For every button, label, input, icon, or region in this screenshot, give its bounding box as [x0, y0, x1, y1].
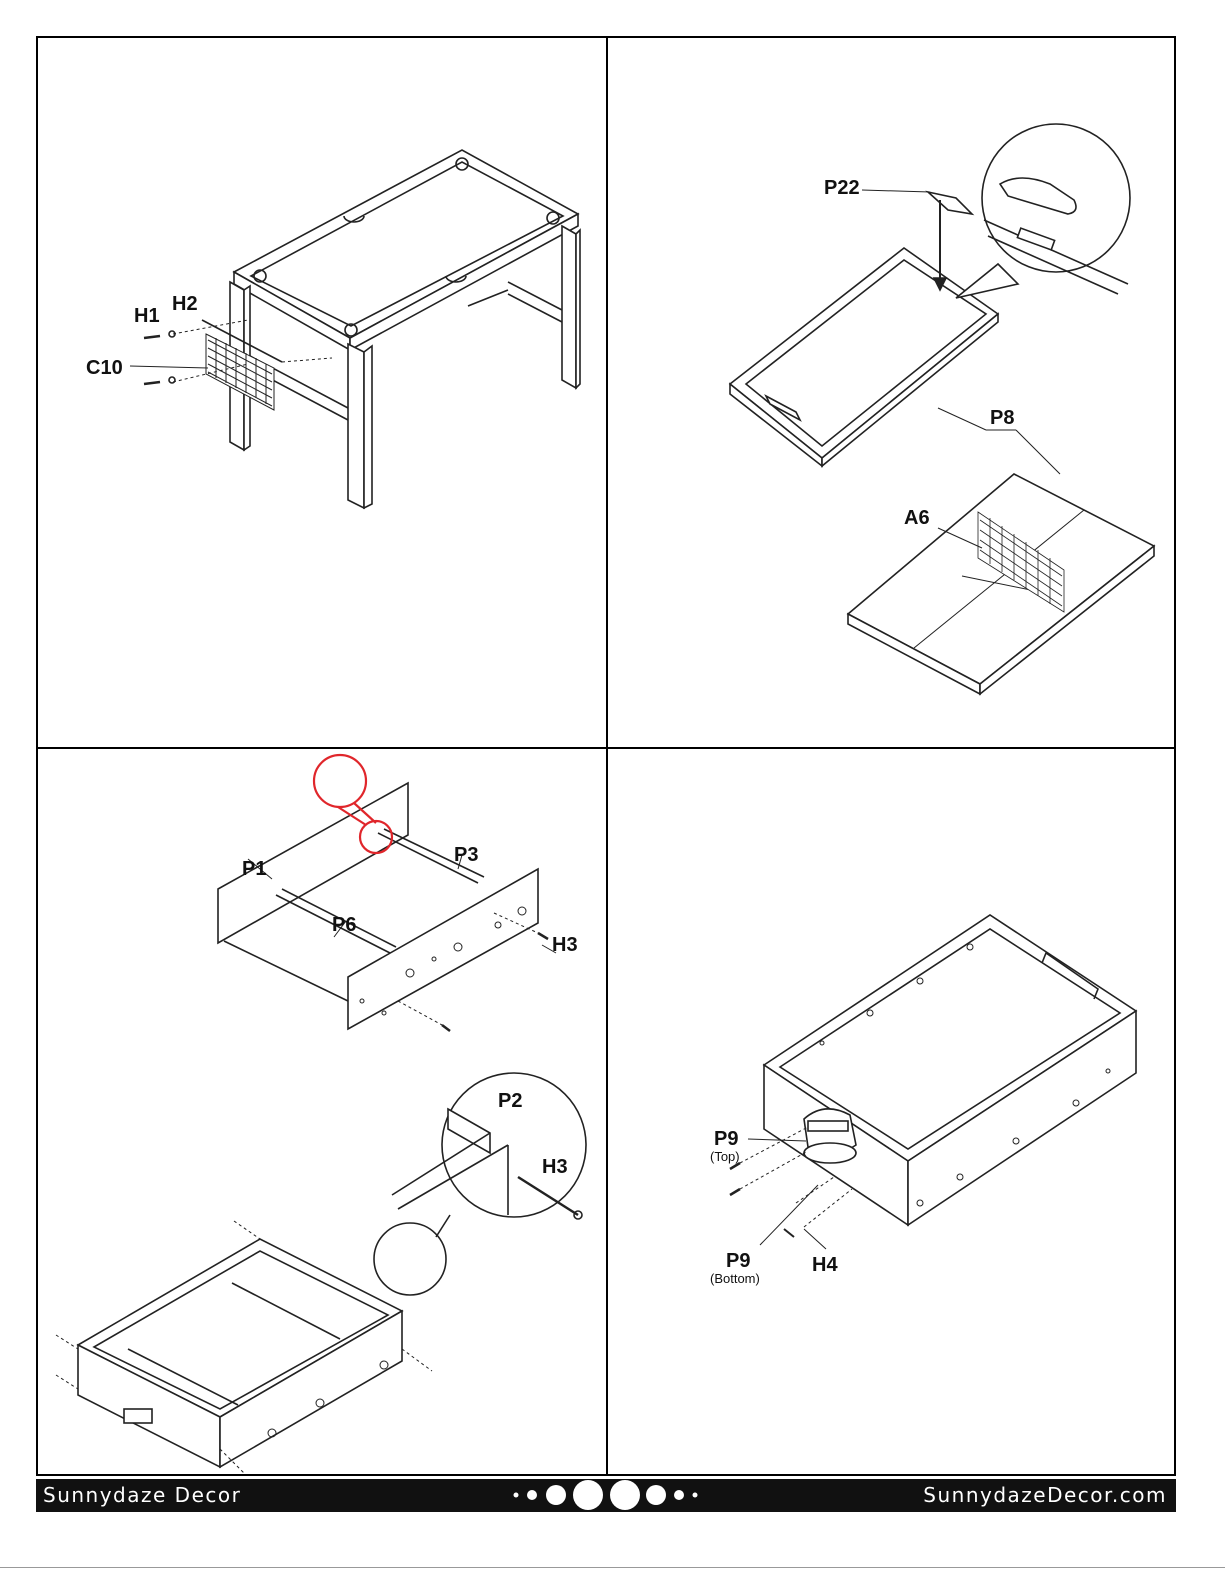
panel-step-table-tennis: P22 P8 A6 [608, 38, 1174, 747]
table-tennis-illustration [608, 38, 1174, 747]
panel-step-pool-table: H1 H2 C10 [38, 38, 606, 747]
panel-step-box-assembly: P1 P3 P6 H3 P2 H3 [38, 749, 606, 1474]
brand-website: SunnydazeDecor.com [923, 1483, 1167, 1507]
p9-install-illustration [608, 749, 1174, 1474]
decorative-dots-icon [510, 1479, 702, 1512]
brand-name: Sunnydaze Decor [43, 1483, 241, 1507]
pool-table-illustration [38, 38, 606, 747]
box-assembly-illustration [38, 749, 606, 1474]
page-bottom-rule [0, 1567, 1225, 1568]
panel-step-p9-install: P9 (Top) P9 (Bottom) H4 [608, 749, 1174, 1474]
footer-bar: Sunnydaze Decor SunnydazeDecor.com [36, 1479, 1176, 1512]
instruction-grid: H1 H2 C10 [36, 36, 1176, 1476]
